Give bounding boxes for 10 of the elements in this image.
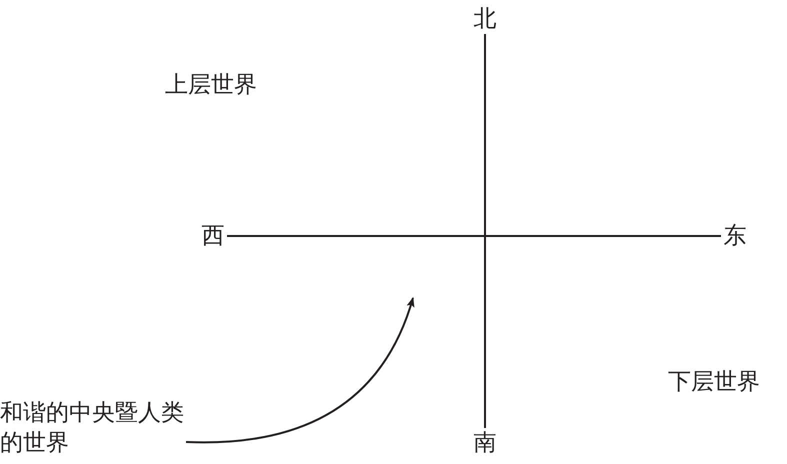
direction-label: 东 [721,221,749,251]
axis-line [484,34,486,428]
region-label: 下层世界 [668,368,760,397]
axis-line [227,235,721,237]
direction-label: 北 [471,4,499,34]
curved-arrow [186,297,414,444]
direction-label: 南 [471,428,499,458]
annotation-text: 和谐的中央暨人类的世界 [0,398,186,462]
direction-label: 西 [199,221,227,251]
region-label: 上层世界 [165,71,257,100]
